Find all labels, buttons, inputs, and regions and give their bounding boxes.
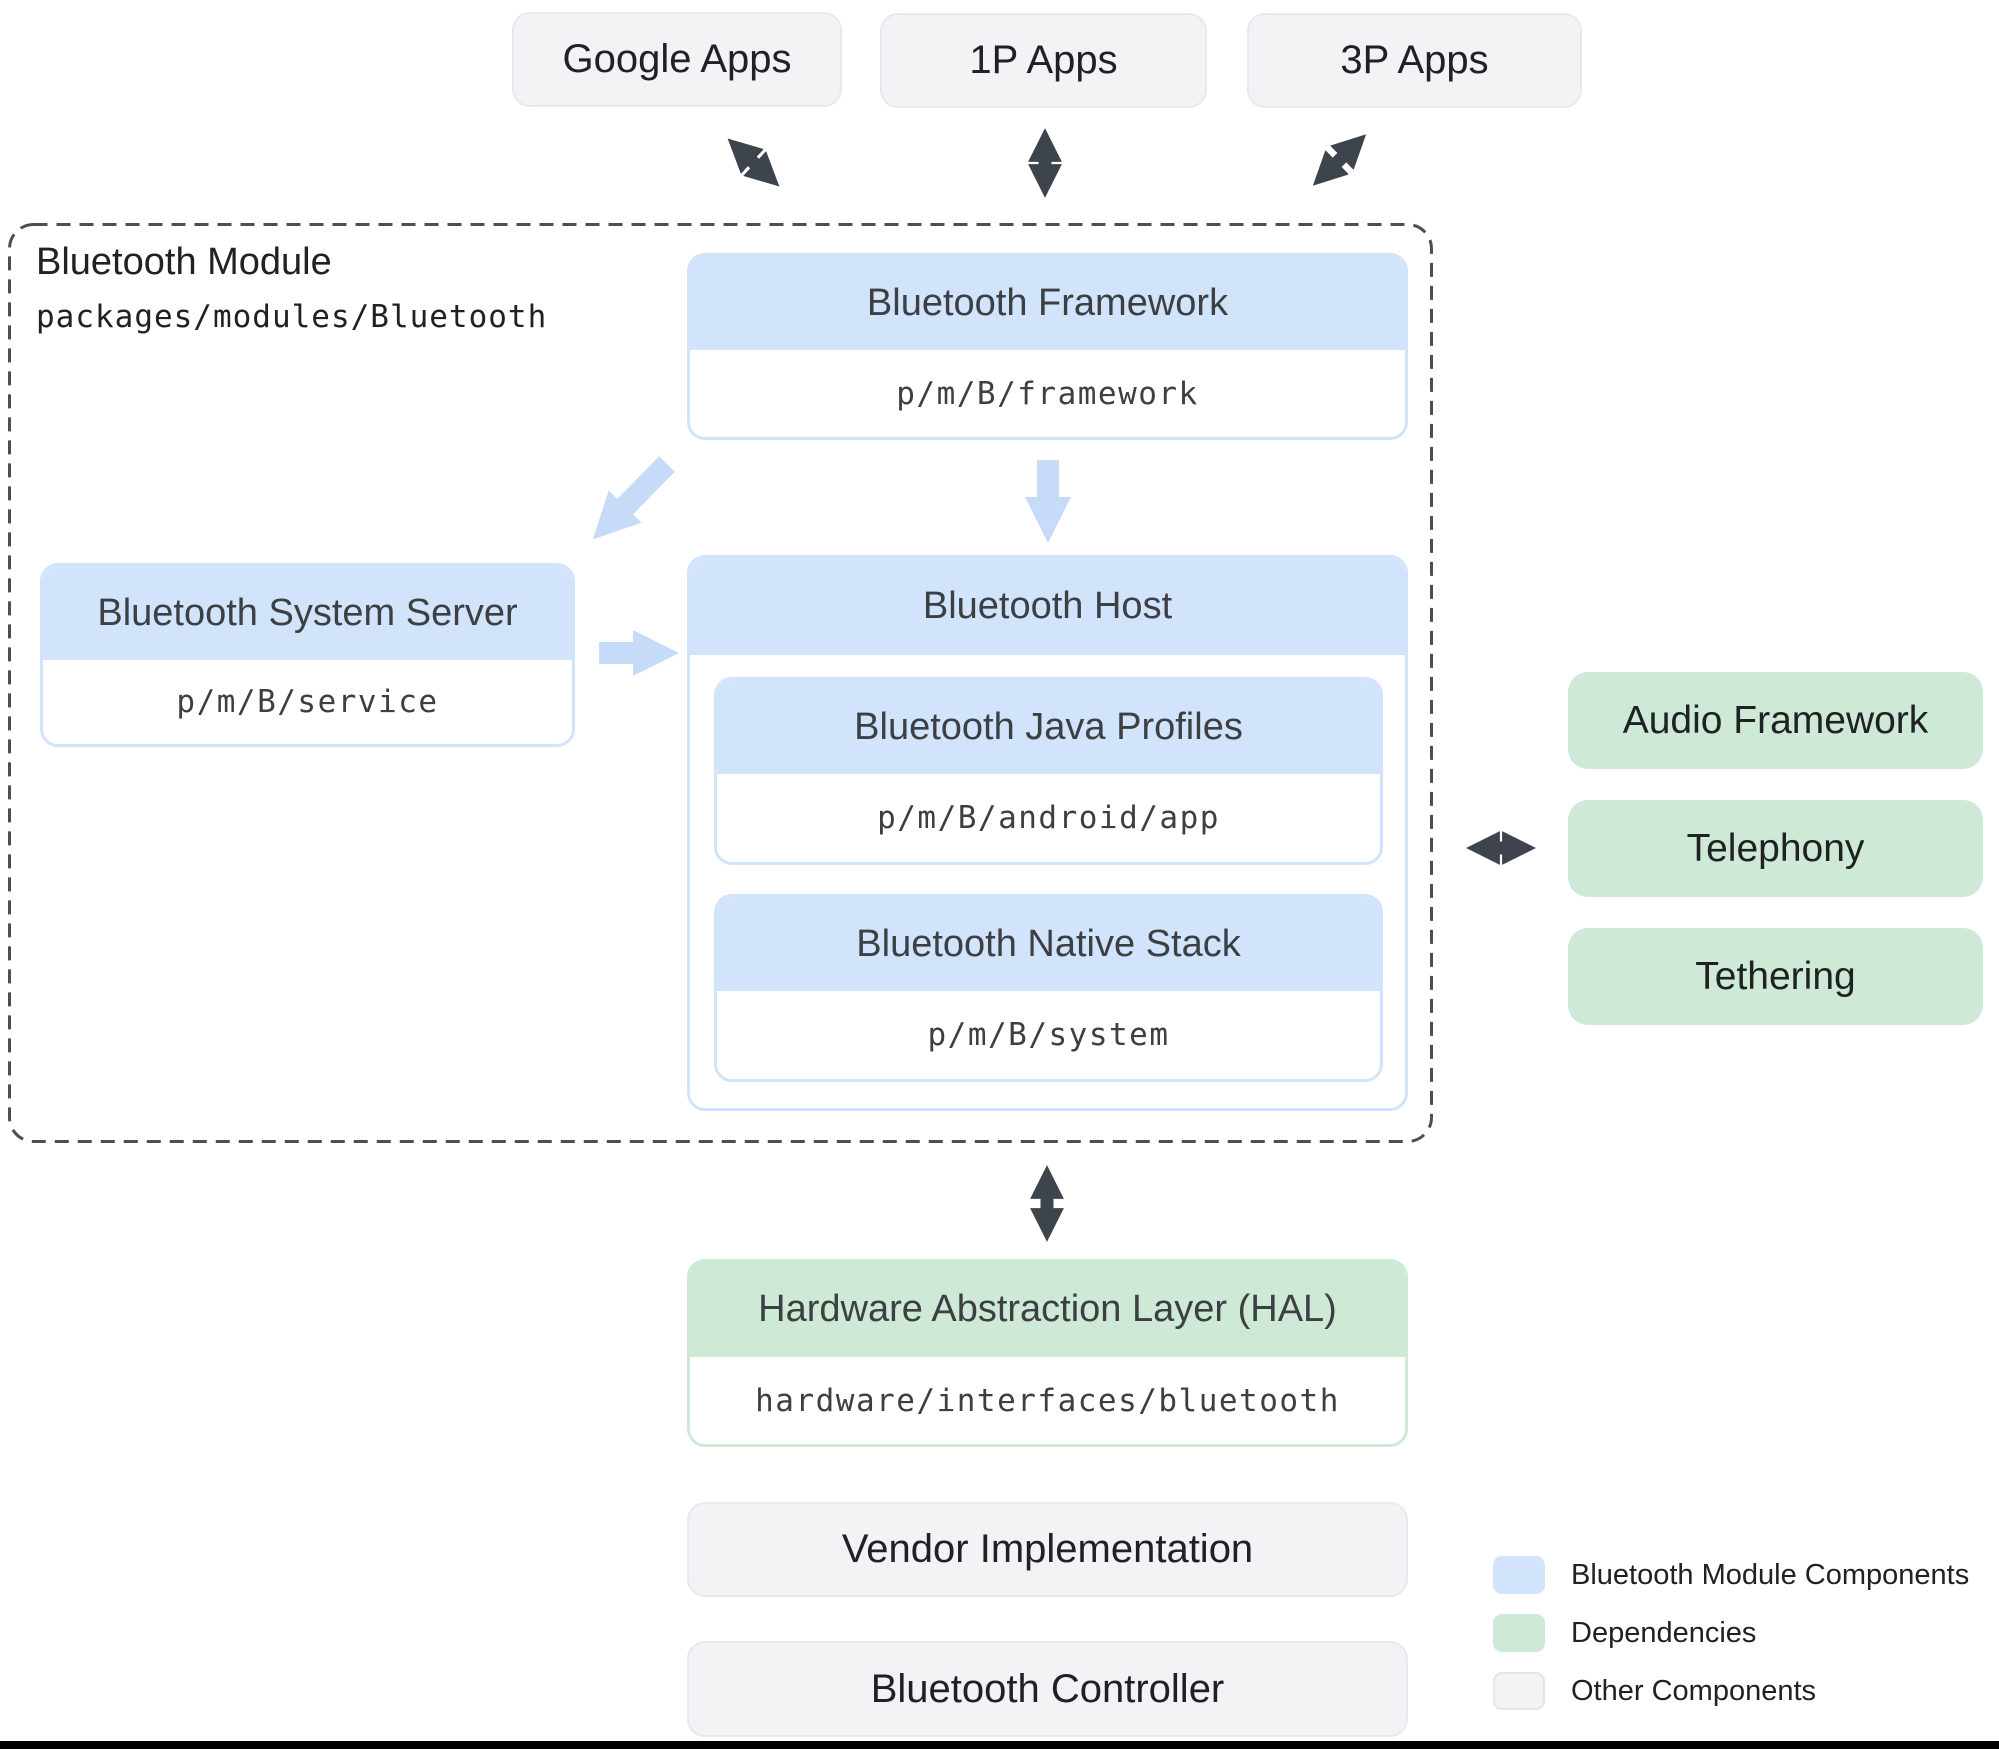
audio-framework-box: Audio Framework [1568, 672, 1983, 769]
telephony-label: Telephony [1686, 826, 1865, 870]
bluetooth-framework-box: Bluetooth Framework p/m/B/framework [687, 253, 1408, 440]
vendor-implementation-box: Vendor Implementation [687, 1502, 1408, 1597]
bluetooth-native-stack-title: Bluetooth Native Stack [856, 922, 1241, 965]
legend-label-module-components: Bluetooth Module Components [1571, 1558, 1970, 1591]
telephony-box: Telephony [1568, 800, 1983, 897]
bluetooth-system-server-title: Bluetooth System Server [97, 591, 518, 634]
legend-row-other-components: Other Components [1493, 1672, 1993, 1710]
bluetooth-module-dashed-boundary [8, 223, 1433, 1143]
google-apps-label: Google Apps [562, 37, 792, 81]
bluetooth-native-stack-box: Bluetooth Native Stack p/m/B/system [714, 894, 1383, 1082]
bluetooth-module-title: Bluetooth Module [36, 241, 332, 283]
bluetooth-framework-title: Bluetooth Framework [866, 281, 1229, 324]
legend-swatch-module-components [1493, 1556, 1545, 1594]
bluetooth-host-title: Bluetooth Host [922, 585, 1173, 627]
bluetooth-java-profiles-path: p/m/B/android/app [877, 800, 1220, 836]
hal-box: Hardware Abstraction Layer (HAL) hardwar… [687, 1259, 1408, 1447]
hal-path: hardware/interfaces/bluetooth [755, 1382, 1340, 1419]
3p-apps-label: 3P Apps [1340, 38, 1489, 82]
legend-swatch-other-components [1493, 1672, 1545, 1710]
legend: Bluetooth Module Components Dependencies… [1493, 1556, 1993, 1710]
1p-apps-box: 1P Apps [880, 13, 1207, 108]
legend-label-dependencies: Dependencies [1571, 1616, 1757, 1649]
bluetooth-system-server-path: p/m/B/service [176, 684, 439, 720]
bluetooth-native-stack-path: p/m/B/system [927, 1017, 1170, 1053]
bluetooth-java-profiles-title: Bluetooth Java Profiles [854, 705, 1243, 748]
bluetooth-system-server-box: Bluetooth System Server p/m/B/service [40, 563, 575, 747]
arrow-framework-system-server [592, 456, 675, 540]
arrow-3p-apps-module [1312, 134, 1367, 186]
audio-framework-label: Audio Framework [1622, 698, 1929, 742]
hal-title: Hardware Abstraction Layer (HAL) [758, 1288, 1337, 1330]
bluetooth-module-path: packages/modules/Bluetooth [36, 299, 548, 335]
legend-swatch-dependencies [1493, 1614, 1545, 1652]
legend-label-other-components: Other Components [1571, 1674, 1817, 1707]
bluetooth-host-box: Bluetooth Host Bluetooth Java Profiles p… [687, 555, 1408, 1111]
google-apps-box: Google Apps [512, 12, 842, 107]
3p-apps-box: 3P Apps [1247, 13, 1582, 108]
legend-row-module-components: Bluetooth Module Components [1493, 1556, 1993, 1594]
bluetooth-controller-box: Bluetooth Controller [687, 1641, 1408, 1737]
bluetooth-java-profiles-box: Bluetooth Java Profiles p/m/B/android/ap… [714, 677, 1383, 865]
arrow-google-apps-module [727, 138, 780, 187]
1p-apps-label: 1P Apps [969, 38, 1118, 82]
tethering-label: Tethering [1695, 954, 1856, 998]
bluetooth-framework-path: p/m/B/framework [896, 375, 1199, 412]
legend-row-dependencies: Dependencies [1493, 1614, 1993, 1652]
screenshot-bottom-edge [0, 1741, 1999, 1749]
bluetooth-controller-label: Bluetooth Controller [870, 1666, 1225, 1711]
vendor-implementation-label: Vendor Implementation [841, 1527, 1254, 1571]
tethering-box: Tethering [1568, 928, 1983, 1025]
